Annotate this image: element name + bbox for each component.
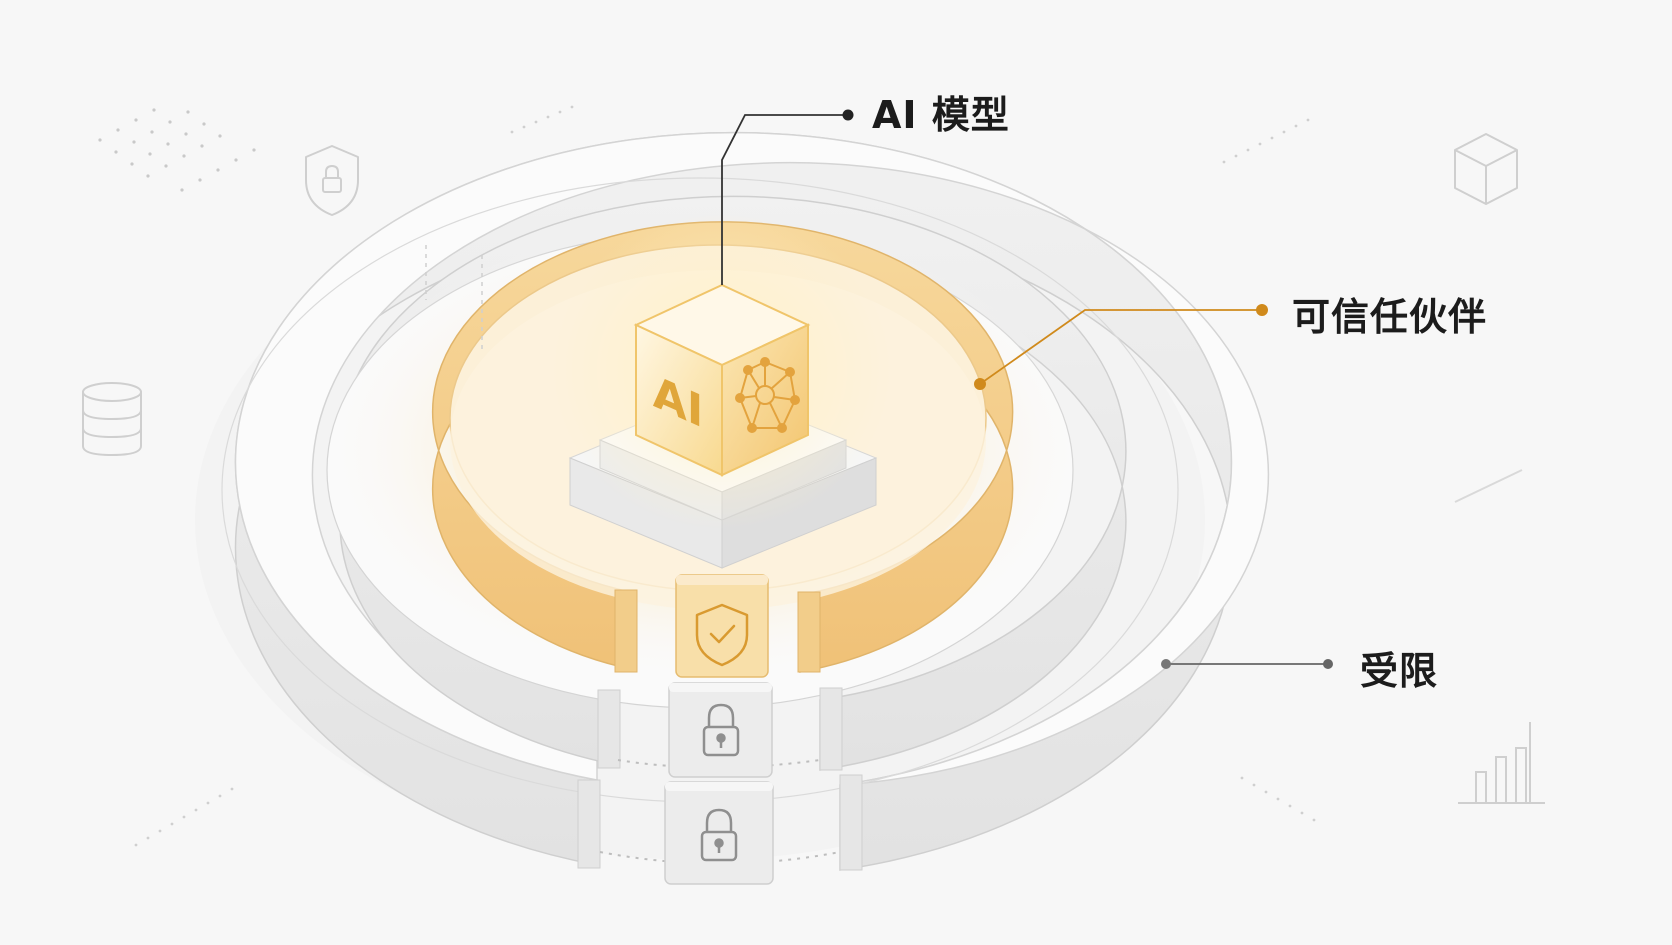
cube-outline-icon [1454,133,1518,205]
trusted-gate-block [675,574,769,678]
gold-ring-end-right [797,591,821,673]
inner-ring-end-left [597,689,621,769]
outer-ring-end-left [577,779,601,869]
bar-chart-icon [1458,722,1545,804]
line-decoration [1454,469,1523,503]
network-icon [735,357,800,433]
lock-icon [700,808,738,862]
restricted-leader [1161,659,1333,669]
dotted-line-decoration [134,105,1316,847]
shield-check-icon [695,603,749,667]
trusted-partner-label: 可信任伙伴 [1292,295,1488,339]
restricted-label: 受限 [1360,649,1439,693]
trusted-partner-leader [974,304,1268,390]
dot-grid-decoration [98,108,256,192]
gold-ring-end-left [614,589,638,673]
ai-model-leader [721,109,854,285]
inner-gate-block [668,682,773,778]
outer-ring-end-right [839,774,863,871]
outer-restricted-ring [221,131,1270,871]
inner-ring-end-right [819,687,843,771]
lock-icon [702,703,740,757]
database-icon [82,382,142,457]
ai-model-cube: AI [552,210,892,530]
ai-model-label: AI 模型 [872,93,1010,137]
shield-lock-icon [305,145,359,216]
